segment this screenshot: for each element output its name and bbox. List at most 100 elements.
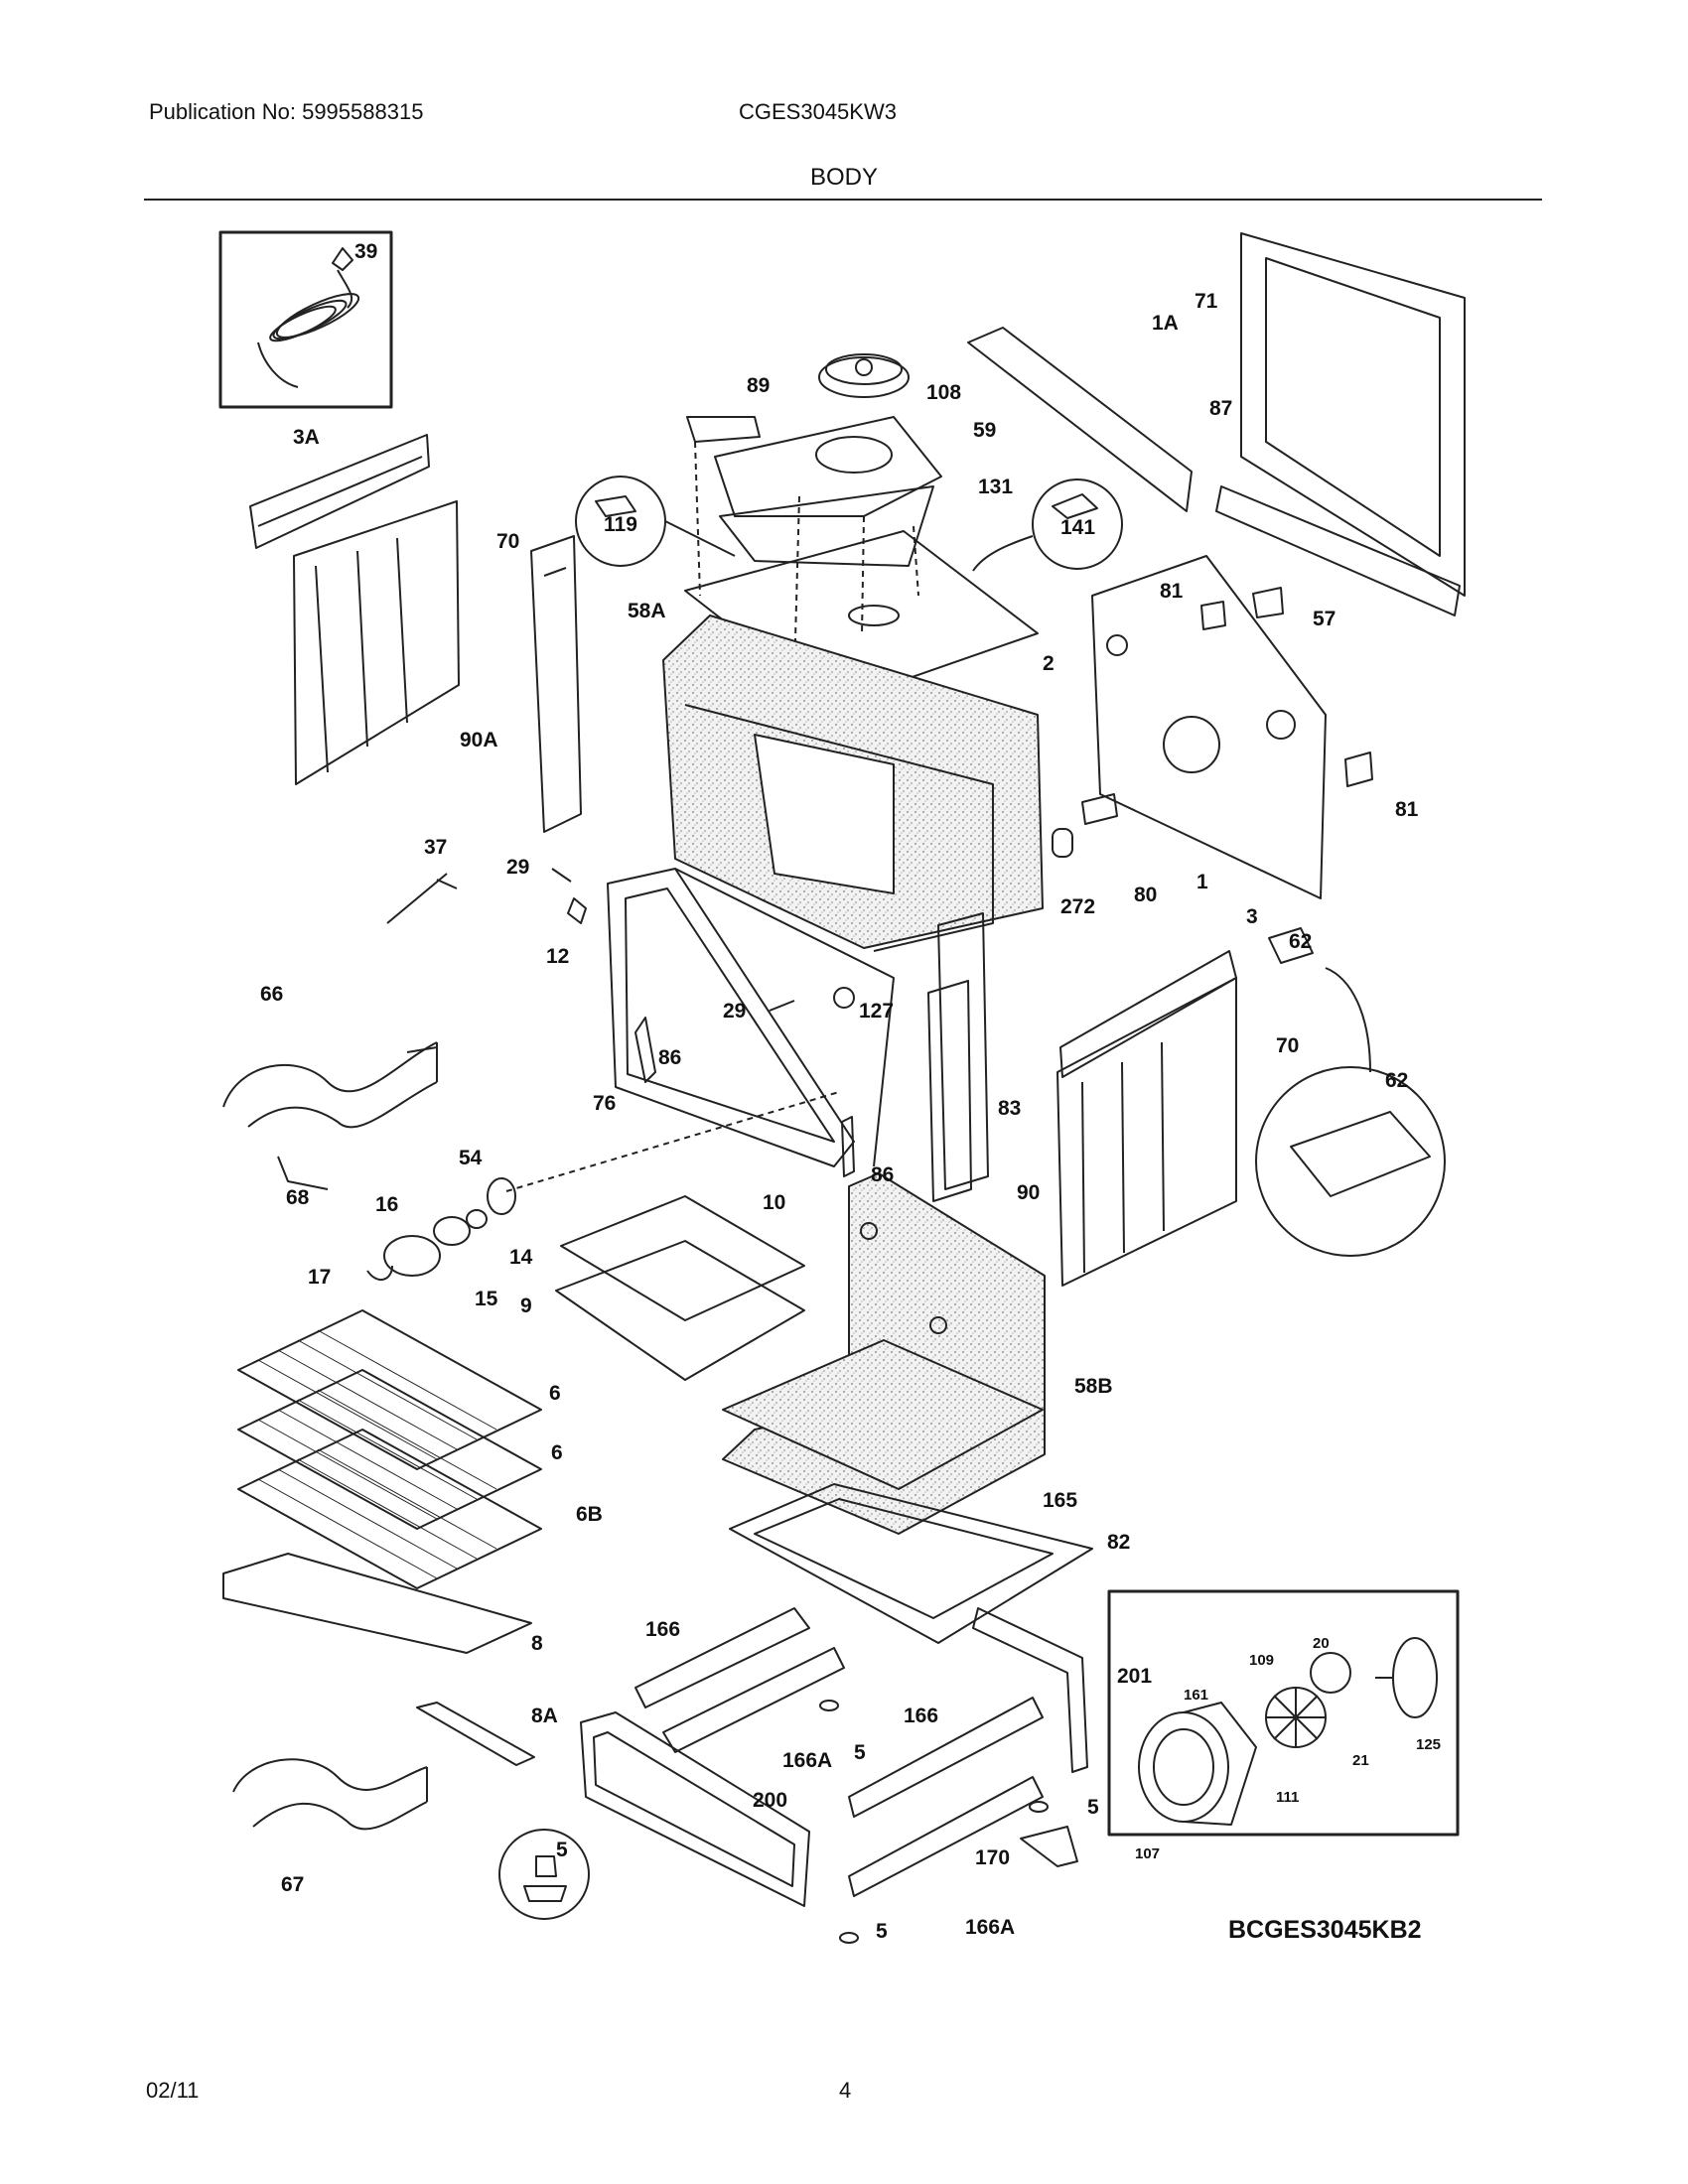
label-17: 17 <box>308 1266 331 1289</box>
label-108: 108 <box>926 381 961 404</box>
label-161: 161 <box>1184 1687 1208 1704</box>
part-90-spacer <box>927 980 972 1202</box>
label-6-middle: 6 <box>551 1441 563 1464</box>
label-5-a: 5 <box>854 1741 866 1764</box>
part-83-side-strip <box>937 912 989 1190</box>
label-87: 87 <box>1209 397 1232 420</box>
part-131-shield <box>719 485 934 567</box>
part-6-oven-rack-middle <box>237 1369 542 1530</box>
label-62-callout: 62 <box>1385 1069 1408 1092</box>
part-5-leveler-callout <box>498 1829 590 1920</box>
power-cord-part <box>257 247 360 388</box>
label-81-top: 81 <box>1160 580 1184 603</box>
label-6b: 6B <box>576 1503 603 1526</box>
part-66-broil-element <box>222 1041 438 1129</box>
part-57-bracket <box>1252 587 1284 618</box>
part-70-side-panel-left <box>293 500 460 785</box>
label-272: 272 <box>1060 895 1095 918</box>
part-80-clip <box>1081 793 1118 825</box>
label-15: 15 <box>475 1288 498 1310</box>
part-70-side-panel-right <box>1056 977 1237 1287</box>
label-71: 71 <box>1195 290 1218 313</box>
part-86-gasket-bottom <box>841 1116 855 1177</box>
dashed-lines-top <box>694 441 919 676</box>
part-29-screw-top <box>551 868 572 883</box>
part-272-plug <box>1052 828 1073 858</box>
part-87-strip <box>1215 485 1461 616</box>
part-29-screw-mid <box>769 1000 795 1012</box>
label-86-upper: 86 <box>658 1046 681 1069</box>
label-10: 10 <box>763 1191 785 1214</box>
label-21: 21 <box>1352 1752 1369 1769</box>
label-90: 90 <box>1017 1181 1040 1204</box>
part-71-back-panel <box>1240 232 1466 597</box>
part-170-bracket <box>1020 1826 1078 1867</box>
part-81-bracket-right <box>1344 751 1373 787</box>
label-12: 12 <box>546 945 569 968</box>
part-6-oven-rack-top <box>237 1309 542 1470</box>
label-107: 107 <box>1135 1845 1160 1862</box>
part-90a-spacer <box>530 535 582 833</box>
label-37: 37 <box>424 836 447 859</box>
part-10-broil-pan <box>555 1195 805 1381</box>
part-200-drawer-frame <box>580 1711 810 1907</box>
label-3a: 3A <box>293 426 320 449</box>
section-title: BODY <box>809 164 878 191</box>
label-5-b: 5 <box>1087 1796 1099 1819</box>
label-58a: 58A <box>628 600 666 622</box>
label-166a-left: 166A <box>782 1749 832 1772</box>
label-39: 39 <box>354 240 377 263</box>
arrow-119 <box>664 520 736 557</box>
part-8a-bracket <box>416 1702 535 1766</box>
label-68: 68 <box>286 1186 310 1209</box>
label-166-left: 166 <box>645 1618 680 1641</box>
part-82-bottom-pan <box>729 1483 1093 1644</box>
part-67-bake-element <box>232 1758 428 1831</box>
label-86-lower: 86 <box>871 1163 894 1186</box>
part-127-sensor <box>833 987 855 1009</box>
power-cord-inset-box <box>218 230 393 409</box>
label-170: 170 <box>975 1846 1010 1869</box>
part-201-side-rail <box>972 1607 1088 1773</box>
label-14: 14 <box>509 1246 533 1269</box>
part-3a-bracket <box>249 434 430 549</box>
part-20-plate <box>1310 1652 1351 1694</box>
part-5-leveler-b <box>1029 1801 1049 1813</box>
rack-wire-hatching <box>257 1329 497 1579</box>
label-9: 9 <box>520 1295 532 1317</box>
label-58b: 58B <box>1074 1375 1113 1398</box>
arrow-141 <box>972 535 1034 572</box>
callout-141-thermostat <box>1032 478 1123 570</box>
arrow-62 <box>1325 967 1371 1073</box>
part-86-gasket-top <box>634 1017 656 1083</box>
label-8a: 8A <box>531 1705 558 1727</box>
part-1a-bracket <box>967 327 1193 512</box>
label-83: 83 <box>998 1097 1021 1120</box>
label-166-right: 166 <box>904 1705 938 1727</box>
part-6b-oven-rack-bottom <box>237 1429 542 1589</box>
part-166-rail-right <box>848 1697 1044 1818</box>
label-111: 111 <box>1276 1789 1299 1806</box>
label-127: 127 <box>859 1000 894 1023</box>
label-82: 82 <box>1107 1531 1130 1554</box>
part-3-bracket <box>1059 950 1237 1078</box>
label-201: 201 <box>1117 1665 1152 1688</box>
label-90a: 90A <box>460 729 498 751</box>
header-rule <box>144 199 1542 201</box>
part-17-wire <box>366 1265 393 1281</box>
label-2: 2 <box>1043 652 1055 675</box>
label-70-left: 70 <box>496 530 519 553</box>
model-number: CGES3045KW3 <box>739 99 897 124</box>
label-20: 20 <box>1313 1635 1330 1652</box>
label-5-c: 5 <box>876 1920 888 1943</box>
part-8-bake-tray <box>222 1553 532 1654</box>
part-166-rail-left <box>634 1607 810 1708</box>
label-57: 57 <box>1313 608 1336 630</box>
label-29-top: 29 <box>506 856 529 879</box>
label-59: 59 <box>973 419 996 442</box>
label-62-small: 62 <box>1289 930 1312 953</box>
part-81-bracket-top <box>1200 601 1226 630</box>
label-1a: 1A <box>1152 312 1179 335</box>
label-131: 131 <box>978 476 1013 498</box>
part-58b-insulation-lower <box>722 1172 1046 1535</box>
